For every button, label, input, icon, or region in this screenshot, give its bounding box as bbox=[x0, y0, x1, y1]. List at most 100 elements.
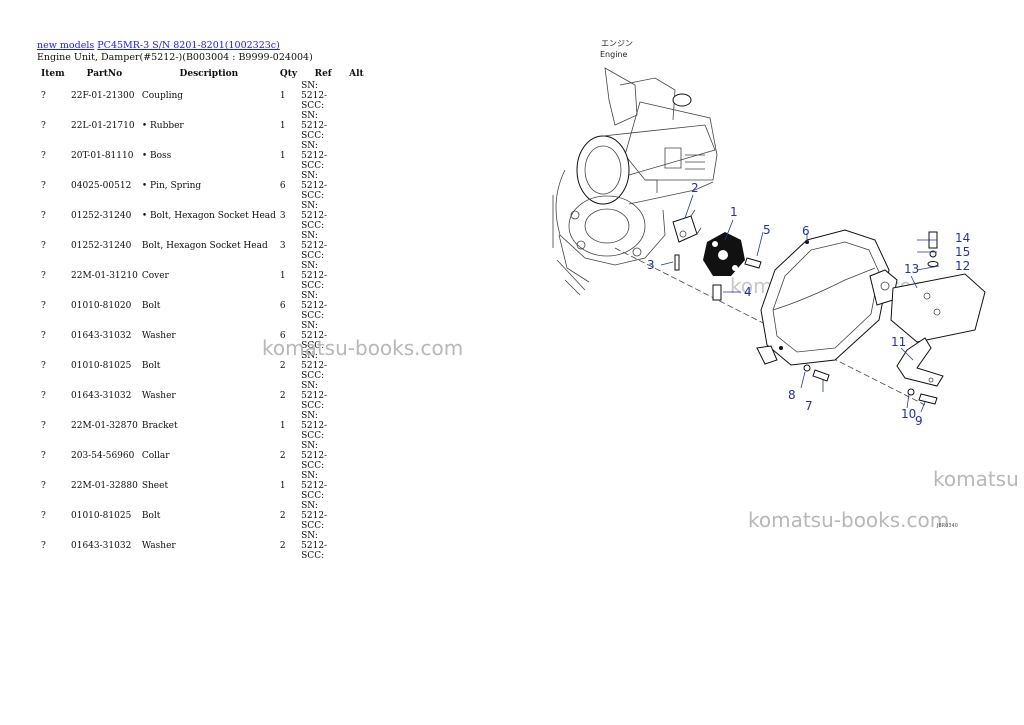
callout-11: 11 bbox=[891, 335, 906, 349]
spring-pin bbox=[674, 254, 680, 271]
cell-partno: 22M-01-32880 bbox=[71, 481, 138, 491]
cell-alt bbox=[347, 201, 366, 231]
cell-partno: 01010-81025 bbox=[71, 511, 132, 521]
cell-item: ? bbox=[41, 481, 46, 491]
cell-ref: SN: 5212-SCC: bbox=[301, 351, 328, 381]
cell-item: ? bbox=[41, 301, 46, 311]
cell-item: ? bbox=[41, 361, 46, 371]
cell-ref: SN: 5212-SCC: bbox=[301, 171, 328, 201]
cell-ref: SN: 5212-SCC: bbox=[301, 261, 328, 291]
socket-bolt-4 bbox=[712, 284, 722, 301]
cell-alt bbox=[347, 501, 366, 531]
cell-alt bbox=[347, 261, 366, 291]
parts-table-header-row: Item PartNo Description Qty Ref Alt bbox=[37, 66, 366, 81]
boss-part bbox=[672, 209, 702, 243]
cell-partno: 01010-81025 bbox=[71, 361, 132, 371]
cell-alt bbox=[347, 441, 366, 471]
cell-description: Bolt, Hexagon Socket Head bbox=[141, 241, 268, 251]
cell-qty: 1 bbox=[279, 271, 286, 281]
callout-7: 7 bbox=[805, 399, 813, 413]
cell-ref: SN: 5212-SCC: bbox=[301, 231, 328, 261]
exploded-view-drawing: エンジン Engine bbox=[552, 39, 986, 529]
washer-10 bbox=[907, 388, 915, 396]
cell-partno: 22M-01-31210 bbox=[71, 271, 138, 281]
cell-description: Bolt bbox=[141, 511, 161, 521]
parts-table: Item PartNo Description Qty Ref Alt ?22F… bbox=[37, 66, 366, 562]
callout-4: 4 bbox=[744, 285, 752, 299]
cell-item: ? bbox=[41, 421, 46, 431]
cell-alt bbox=[347, 471, 366, 501]
engine-label-jp: エンジン bbox=[601, 39, 633, 48]
cell-qty: 2 bbox=[279, 541, 286, 551]
drawing-code: J8R0340 bbox=[936, 523, 958, 529]
cell-description: Bracket bbox=[141, 421, 178, 431]
header-partno: PartNo bbox=[86, 68, 123, 79]
cell-ref: SN: 5212-SCC: bbox=[301, 291, 328, 321]
breadcrumb: new models PC45MR-3 S/N 8201-8201(100232… bbox=[37, 40, 280, 51]
callout-1: 1 bbox=[730, 205, 738, 219]
cell-description: • Pin, Spring bbox=[141, 181, 202, 191]
cell-partno: 01252-31240 bbox=[71, 211, 132, 221]
cell-ref: SN: 5212-SCC: bbox=[301, 201, 328, 231]
cell-alt bbox=[347, 291, 366, 321]
cell-item: ? bbox=[41, 91, 46, 101]
header-qty: Qty bbox=[279, 68, 298, 79]
watermark-right-edge: komatsu bbox=[933, 467, 1019, 491]
cell-item: ? bbox=[41, 211, 46, 221]
cell-qty: 2 bbox=[279, 511, 286, 521]
cell-alt bbox=[347, 171, 366, 201]
parts-diagram: エンジン Engine bbox=[545, 30, 1005, 550]
cell-qty: 1 bbox=[279, 481, 286, 491]
cell-item: ? bbox=[41, 511, 46, 521]
cell-ref: SN: 5212-SCC: bbox=[301, 501, 328, 531]
bolt-9 bbox=[918, 393, 938, 405]
sheet-part bbox=[890, 273, 986, 343]
cell-partno: 203-54-56960 bbox=[71, 451, 135, 461]
cell-description: Bolt bbox=[141, 361, 161, 371]
cell-ref: SN: 5212-SCC: bbox=[301, 81, 328, 111]
cell-partno: 20T-01-81110 bbox=[71, 151, 134, 161]
cell-qty: 6 bbox=[279, 301, 286, 311]
callout-14: 14 bbox=[955, 231, 970, 245]
cell-partno: 01643-31032 bbox=[71, 391, 132, 401]
cell-description: Washer bbox=[141, 541, 176, 551]
cell-description: • Bolt, Hexagon Socket Head bbox=[141, 211, 276, 221]
callout-3: 3 bbox=[647, 258, 655, 272]
cell-qty: 1 bbox=[279, 421, 286, 431]
cell-alt bbox=[347, 111, 366, 141]
coupling-rubber bbox=[703, 232, 745, 276]
callout-15: 15 bbox=[955, 245, 970, 259]
cell-partno: 01643-31032 bbox=[71, 331, 132, 341]
cell-item: ? bbox=[41, 331, 46, 341]
cell-qty: 6 bbox=[279, 181, 286, 191]
cell-item: ? bbox=[41, 181, 46, 191]
cell-alt bbox=[347, 411, 366, 441]
cell-qty: 2 bbox=[279, 451, 286, 461]
callout-13: 13 bbox=[904, 262, 919, 276]
cell-qty: 1 bbox=[279, 151, 286, 161]
breadcrumb-new-models-link[interactable]: new models bbox=[37, 40, 95, 51]
cell-partno: 01010-81020 bbox=[71, 301, 132, 311]
cell-description: Sheet bbox=[141, 481, 169, 491]
cell-description: Coupling bbox=[141, 91, 184, 101]
engine-label-en: Engine bbox=[600, 50, 627, 59]
breadcrumb-model-link[interactable]: PC45MR-3 S/N 8201-8201(1002323c) bbox=[97, 40, 280, 51]
cell-item: ? bbox=[41, 271, 46, 281]
cell-alt bbox=[347, 141, 366, 171]
cell-qty: 3 bbox=[279, 241, 286, 251]
cell-item: ? bbox=[41, 391, 46, 401]
cell-item: ? bbox=[41, 121, 46, 131]
page-title: Engine Unit, Damper(#5212-)(B003004 : B9… bbox=[37, 52, 313, 63]
cell-qty: 6 bbox=[279, 331, 286, 341]
